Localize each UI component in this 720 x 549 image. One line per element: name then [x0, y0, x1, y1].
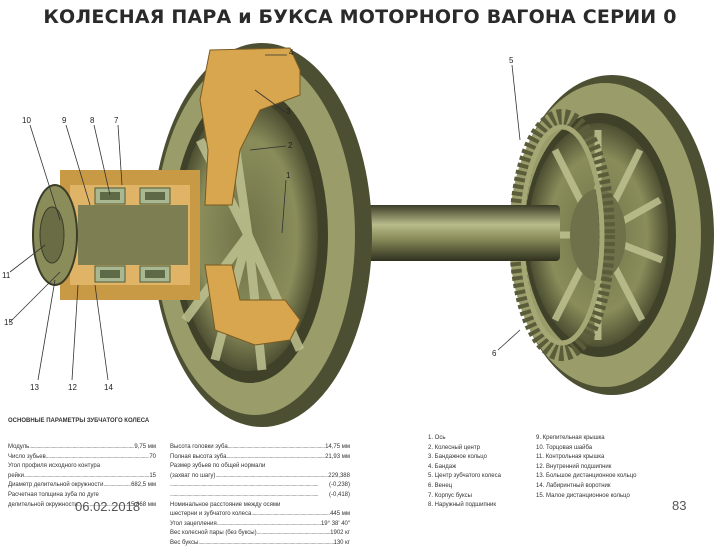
param-row: Угол профиля исходного контура [8, 463, 101, 470]
legend-item: 15. Малое дистанционное кольцо [536, 492, 630, 499]
parts-legend-2: 9. Крепительная крышка 10. Торцовая шайб… [536, 434, 636, 501]
legend-item: 10. Торцовая шайба [536, 444, 593, 451]
param-row: Высота головки зуба14,75 мм [170, 443, 350, 453]
param-row: (-0,238) [170, 481, 350, 491]
param-row: делительной окружности15,868 мм [8, 501, 156, 511]
legend-item: 9. Крепительная крышка [536, 435, 605, 441]
callout-9: 9 [62, 116, 67, 125]
axle-box [32, 170, 200, 300]
gear-wheel [509, 75, 714, 395]
callout-2: 2 [288, 141, 293, 150]
callout-8: 8 [90, 116, 95, 125]
slide-title: КОЛЕСНАЯ ПАРА и БУКСА МОТОРНОГО ВАГОНА С… [43, 6, 677, 28]
callout-12: 12 [68, 383, 77, 392]
legend-item: 14. Лабиринтный воротник [536, 482, 611, 489]
callout-13: 13 [30, 383, 39, 392]
param-row: Вес колесной пары (без буксы)1902 кг [170, 529, 350, 539]
params-column-2: Высота головки зуба14,75 мм Полная высот… [170, 443, 350, 549]
legend-item: 6. Венец [428, 482, 453, 489]
legend-item: 13. Большое дистанционное кольцо [536, 473, 637, 480]
param-row: (-0,418) [170, 491, 350, 501]
param-row: Угол зацепления19° 38' 40" [170, 520, 350, 530]
callout-14: 14 [104, 383, 113, 392]
callout-7: 7 [114, 116, 119, 125]
param-row: Номинальное расстояние между осями [170, 501, 281, 508]
legend-item: 4. Бандаж [428, 463, 457, 470]
parts-legend-1: 1. Ось 2. Колесный центр 3. Бандажное ко… [428, 434, 501, 511]
param-row: Модуль9,75 мм [8, 443, 156, 453]
param-row: (захват по шагу)229,388 [170, 472, 350, 482]
params-title: ОСНОВНЫЕ ПАРАМЕТРЫ ЗУБЧАТОГО КОЛЕСА [8, 418, 150, 424]
callout-5: 5 [509, 56, 514, 65]
callout-3: 3 [286, 107, 291, 116]
param-row: шестерни и зубчатого колеса445 мм [170, 510, 350, 520]
params-column-1: Модуль9,75 мм Число зубьев70 Угол профил… [8, 443, 156, 510]
param-row: рейки15 [8, 472, 156, 482]
callout-15: 15 [4, 318, 13, 327]
legend-item: 2. Колесный центр [428, 444, 480, 451]
legend-item: 8. Наружный подшипник [428, 502, 496, 509]
legend-item: 12. Внутренний подшипник [536, 463, 612, 470]
callout-10: 10 [22, 116, 31, 125]
param-row: Число зубьев70 [8, 453, 156, 463]
footer-date: 06.02.2018 [75, 499, 141, 514]
param-row: Полная высота зуба21,93 мм [170, 453, 350, 463]
legend-item: 5. Центр зубчатого колеса [428, 473, 501, 480]
callout-4: 4 [289, 48, 294, 57]
legend-item: 11. Контрольная крышка [536, 454, 605, 461]
param-row: Размер зубьев по общей нормали [170, 463, 266, 470]
wheel-section-cutaway [199, 47, 301, 346]
callout-labels: 1 2 3 4 5 6 7 8 9 10 11 12 13 14 15 [2, 48, 514, 392]
callout-11: 11 [2, 271, 11, 280]
param-row: Диаметр делительной окружности682,5 мм [8, 481, 156, 491]
legend-item: 3. Бандажное кольцо [428, 454, 487, 461]
param-row: Расчетная толщина зуба по дуге [8, 491, 99, 498]
legend-item: 1. Ось [428, 435, 446, 441]
param-row: Вес буксы130 кг [170, 539, 350, 549]
callout-1: 1 [286, 171, 291, 180]
callout-lines [9, 54, 521, 381]
page-number: 83 [672, 498, 687, 513]
legend-item: 7. Корпус буксы [428, 492, 472, 499]
callout-6: 6 [492, 349, 497, 358]
